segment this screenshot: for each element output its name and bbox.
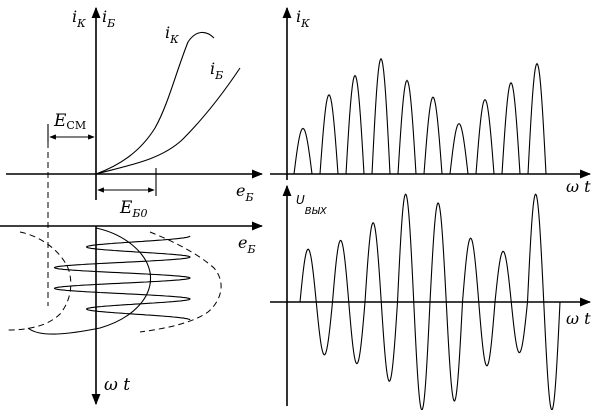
ib-axis-label-left: iБ bbox=[102, 7, 115, 30]
eb-axis-label-bottom: eБ bbox=[238, 233, 256, 256]
current-pulse bbox=[423, 96, 443, 175]
current-pulse bbox=[501, 81, 521, 175]
current-pulse bbox=[345, 74, 365, 175]
wt-label-right-bottom: ω t bbox=[566, 309, 591, 328]
eb-axis-label-top: eБ bbox=[236, 181, 254, 204]
current-pulse bbox=[293, 127, 313, 175]
ib-characteristic bbox=[95, 67, 241, 175]
uout-axis-label: UВЫХ bbox=[296, 193, 328, 217]
ib-curve-label: iБ bbox=[210, 59, 223, 82]
envelope-left bbox=[7, 231, 72, 331]
ik-characteristic bbox=[95, 31, 215, 175]
current-pulse bbox=[449, 122, 469, 175]
wt-label-right-top: ω t bbox=[566, 177, 591, 196]
current-pulse bbox=[319, 93, 339, 175]
eb0-label: EБ0 bbox=[119, 198, 148, 220]
current-pulses bbox=[293, 57, 547, 175]
current-pulse bbox=[527, 62, 547, 175]
envelope-right bbox=[139, 231, 222, 333]
current-pulse bbox=[475, 98, 495, 175]
current-pulse bbox=[397, 79, 417, 175]
output-voltage-wave bbox=[299, 193, 561, 410]
ik-curve-label: iК bbox=[165, 23, 179, 46]
ik-axis-label-left: iК bbox=[72, 7, 86, 30]
current-pulse bbox=[371, 57, 391, 175]
esm-label: EСМ bbox=[53, 111, 86, 132]
wt-label-left: ω t bbox=[104, 375, 130, 395]
modulating-wave bbox=[27, 227, 152, 335]
ik-axis-label-right: iК bbox=[296, 7, 310, 30]
carrier-oscillation bbox=[53, 235, 191, 321]
